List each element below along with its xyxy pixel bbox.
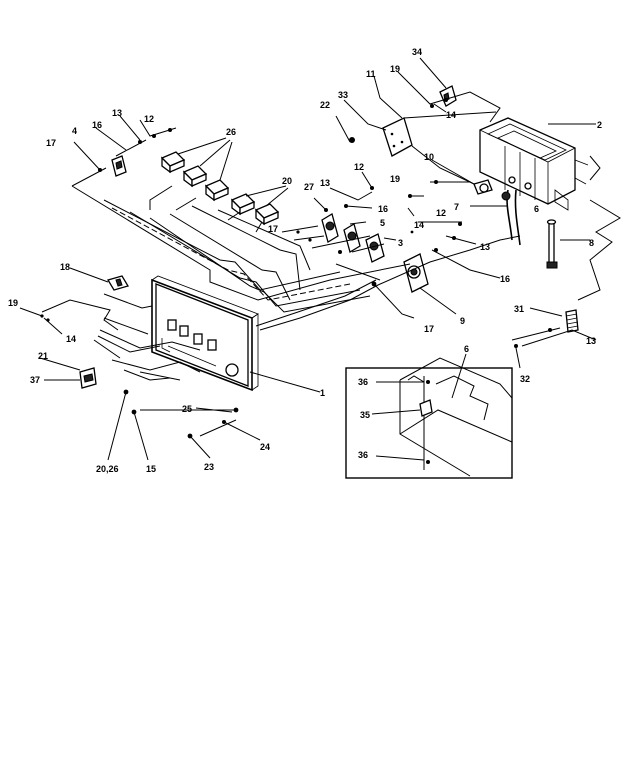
callout-26: 26 xyxy=(226,127,236,137)
bracket-part-33 xyxy=(382,117,413,157)
valve-part-5 xyxy=(343,223,361,253)
callout-33: 33 xyxy=(338,90,348,100)
callout-18: 18 xyxy=(60,262,70,272)
callout-20-26: 20,26 xyxy=(96,464,119,474)
switch-part-21 xyxy=(79,367,97,389)
control-panel-part-1 xyxy=(151,275,259,392)
callout-19: 19 xyxy=(390,174,400,184)
screws-and-nuts xyxy=(40,98,552,439)
inset-detail-box xyxy=(345,353,513,479)
callout-17: 17 xyxy=(46,138,56,148)
switch-part-20a xyxy=(230,193,256,216)
thermocouple-part-6 xyxy=(501,189,521,246)
callout-14: 14 xyxy=(414,220,424,230)
valve-part-9 xyxy=(403,253,429,293)
callout-12: 12 xyxy=(144,114,154,124)
switch-part-26b xyxy=(182,165,208,188)
callout-35: 35 xyxy=(360,410,370,420)
callout-37: 37 xyxy=(30,375,40,385)
callout-34: 34 xyxy=(412,47,422,57)
callout-15: 15 xyxy=(146,464,156,474)
connector-part-18 xyxy=(107,275,129,291)
wiring-harness xyxy=(71,167,521,331)
callout-19: 19 xyxy=(8,298,18,308)
callout-21: 21 xyxy=(38,351,48,361)
leader-lines xyxy=(19,57,621,461)
callout-3: 3 xyxy=(398,238,403,248)
callout-13: 13 xyxy=(320,178,330,188)
callout-8: 8 xyxy=(589,238,594,248)
panel-wiring xyxy=(93,293,201,381)
callout-25: 25 xyxy=(182,404,192,414)
callout-6: 6 xyxy=(464,344,469,354)
callout-27: 27 xyxy=(304,182,314,192)
callout-labels: 34 19 14 11 33 22 2 10 13 12 16 4 17 26 … xyxy=(8,47,602,474)
callout-1: 1 xyxy=(320,388,325,398)
callout-31: 31 xyxy=(514,304,524,314)
switch-part-26a xyxy=(160,151,186,174)
callout-19: 19 xyxy=(390,64,400,74)
callout-17: 17 xyxy=(424,324,434,334)
callout-9: 9 xyxy=(460,316,465,326)
callout-16: 16 xyxy=(92,120,102,130)
callout-16: 16 xyxy=(500,274,510,284)
tube-part-10 xyxy=(473,179,493,195)
spring-part-31 xyxy=(565,309,579,333)
bracket-part-34 xyxy=(439,85,457,107)
callout-16: 16 xyxy=(378,204,388,214)
callout-5: 5 xyxy=(380,218,385,228)
callout-10: 10 xyxy=(424,152,434,162)
callout-4: 4 xyxy=(72,126,77,136)
callout-13: 13 xyxy=(112,108,122,118)
callout-13: 13 xyxy=(586,336,596,346)
callout-20: 20 xyxy=(282,176,292,186)
callout-11: 11 xyxy=(366,69,376,79)
callout-12: 12 xyxy=(354,162,364,172)
callout-14: 14 xyxy=(66,334,76,344)
switch-part-20b xyxy=(254,203,280,226)
callout-23: 23 xyxy=(204,462,214,472)
callout-12: 12 xyxy=(436,208,446,218)
callout-17: 17 xyxy=(268,224,278,234)
callout-36: 36 xyxy=(358,377,368,387)
switch-part-4 xyxy=(111,155,127,177)
callout-22: 22 xyxy=(320,100,330,110)
callout-32: 32 xyxy=(520,374,530,384)
callout-7: 7 xyxy=(454,202,459,212)
callout-14: 14 xyxy=(446,110,456,120)
valve-part-27 xyxy=(321,213,339,243)
burner-box-part-2 xyxy=(479,117,589,211)
switch-part-26c xyxy=(204,179,230,202)
callout-13: 13 xyxy=(480,242,490,252)
callout-6: 6 xyxy=(534,204,539,214)
rod-part-8 xyxy=(546,219,558,269)
valve-part-3 xyxy=(365,233,385,263)
callout-2: 2 xyxy=(597,120,602,130)
callout-36: 36 xyxy=(358,450,368,460)
callout-24: 24 xyxy=(260,442,270,452)
